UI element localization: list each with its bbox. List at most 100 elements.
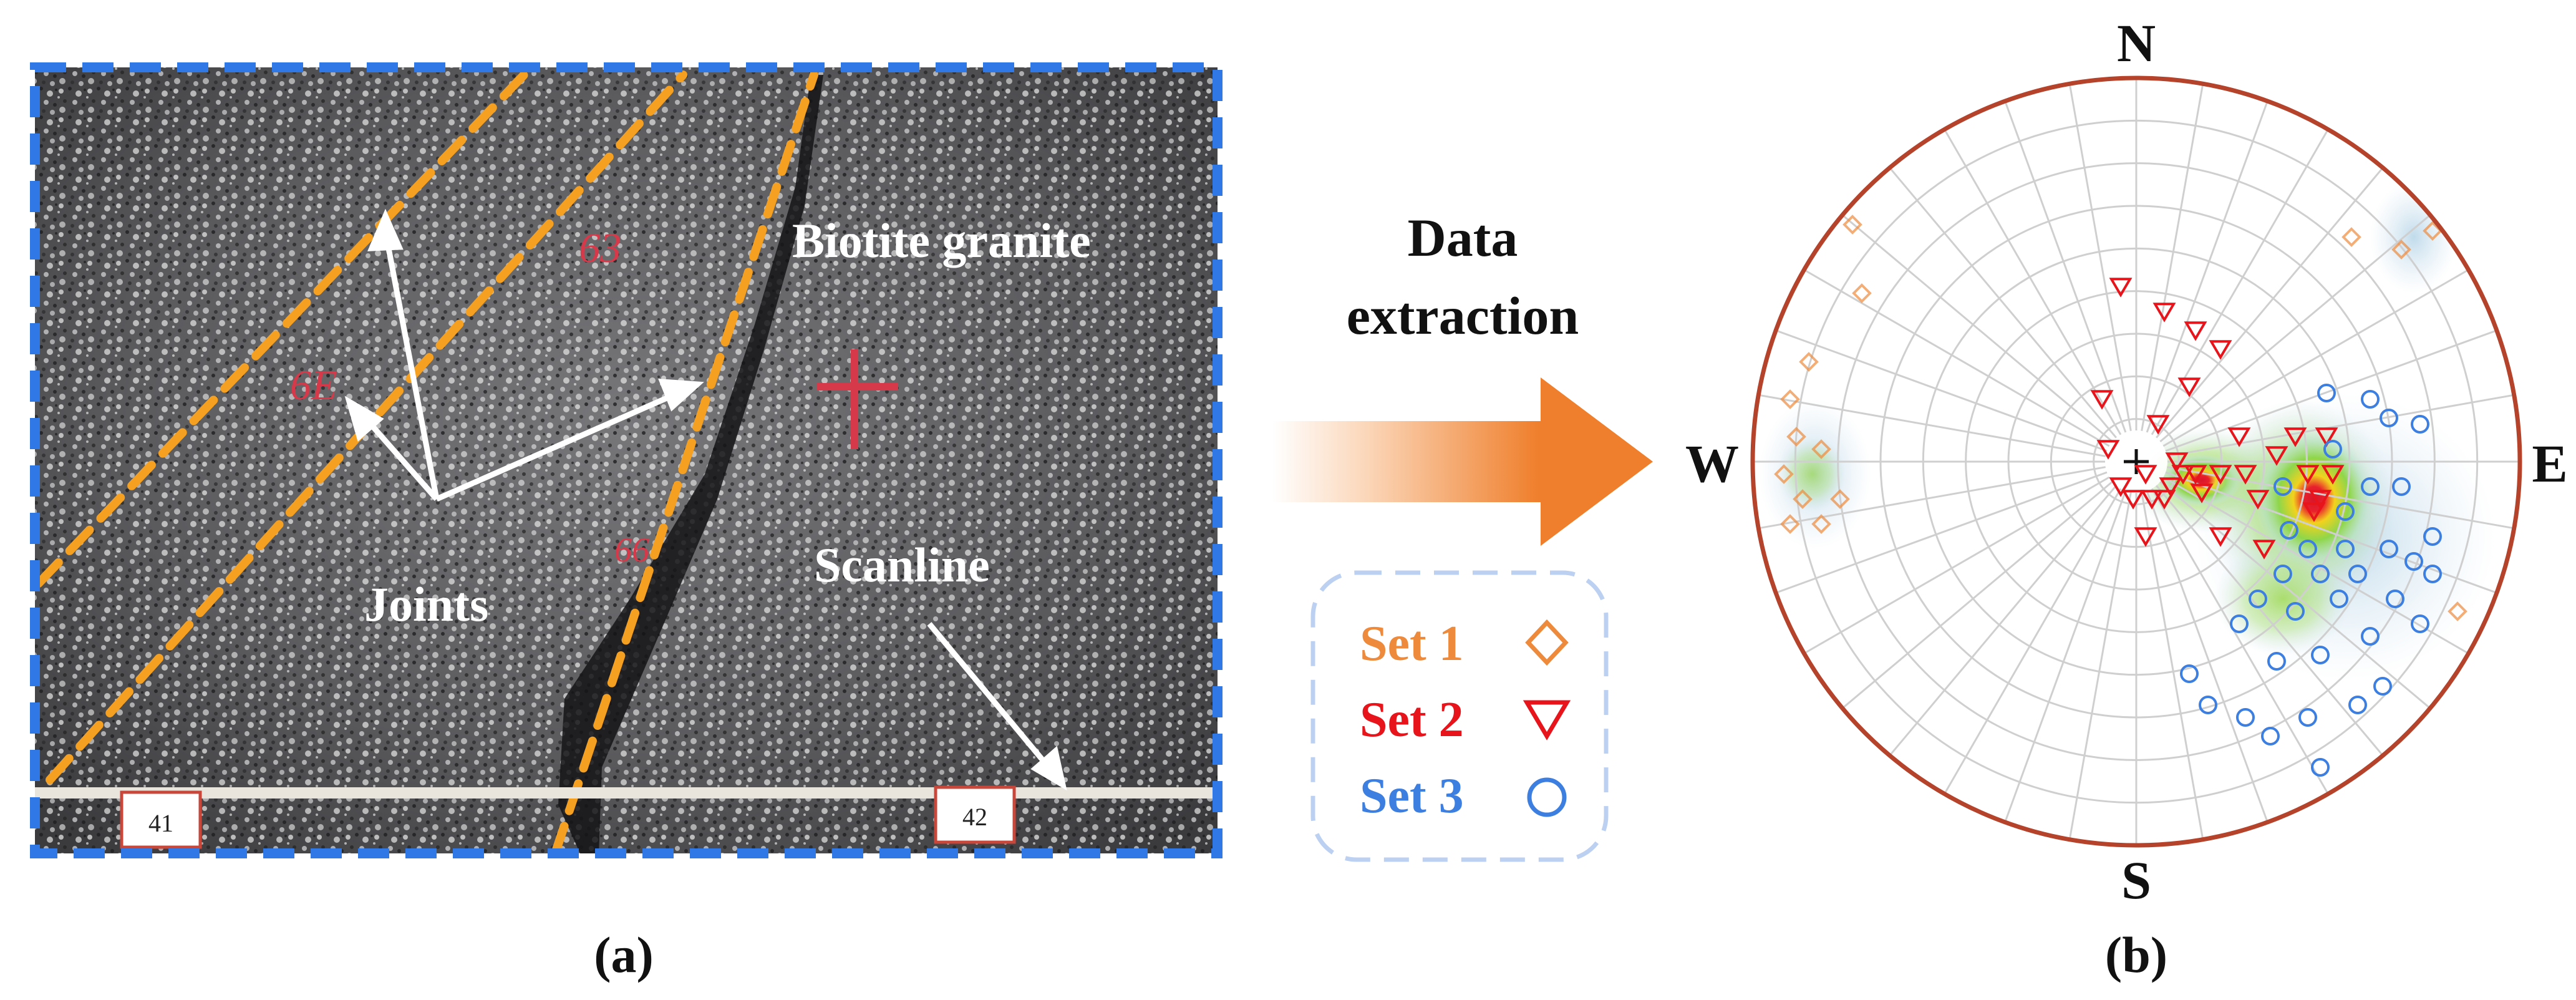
scanline-tape	[35, 787, 1218, 799]
set3-pole-marker	[2323, 440, 2342, 459]
compass-west: W	[1685, 434, 1739, 493]
set3-pole-marker	[2317, 384, 2336, 402]
joint-line-3	[551, 70, 818, 853]
grid-spoke	[2068, 84, 2132, 432]
set3-pole-marker	[2423, 527, 2442, 546]
rock-type-label: Biotite granite	[792, 213, 1091, 268]
legend-label-set3: Set 3	[1360, 769, 1464, 823]
legend-item-set2: Set 2	[1360, 692, 1571, 747]
tape-tag-41-label: 41	[148, 809, 173, 837]
set1-pole-marker	[2341, 227, 2361, 247]
grid-spoke	[2141, 492, 2204, 840]
set2-pole-marker	[2252, 540, 2276, 560]
set2-pole-marker	[2171, 465, 2195, 485]
grid-spoke	[1775, 471, 2108, 594]
set2-pole-marker	[2227, 427, 2251, 447]
joints-label: Joints	[364, 577, 488, 631]
grid-spoke	[2004, 490, 2127, 823]
data-extraction-arrow: Data extraction	[1272, 208, 1653, 546]
compass-east: E	[2532, 434, 2567, 493]
set3-pole-marker	[2336, 502, 2355, 521]
set2-pole-marker	[2159, 477, 2182, 497]
set3-pole-marker	[2330, 590, 2348, 608]
set2-pole-marker	[2152, 490, 2176, 510]
set1-pole-marker	[1852, 283, 1872, 303]
set3-pole-marker	[2199, 696, 2217, 714]
grid-spoke	[1803, 476, 2110, 654]
set1-pole-marker	[1774, 464, 1794, 484]
paint-marks: 63 6E 66	[290, 224, 649, 570]
set2-pole-marker	[2283, 427, 2307, 447]
grid-spoke	[2068, 492, 2132, 840]
set3-pole-marker	[2361, 390, 2380, 409]
grid-spoke	[2159, 214, 2431, 443]
set2-pole-marker	[2308, 490, 2332, 510]
set2-pole-marker	[2096, 440, 2120, 460]
set2-pole-marker	[2265, 446, 2288, 466]
grid-spoke	[2146, 100, 2269, 433]
grid-spoke	[2155, 167, 2384, 439]
set1-pole-marker	[2448, 601, 2467, 621]
set3-pole-marker	[2298, 708, 2317, 727]
set1-pole-marker	[1811, 514, 1831, 534]
set1-pole-marker	[1793, 489, 1813, 509]
set1-pole-marker	[1786, 427, 1806, 447]
set3-pole-marker	[2361, 627, 2380, 646]
set2-pole-marker	[2090, 390, 2114, 410]
pole-markers	[1774, 215, 2467, 777]
set3-pole-marker	[2249, 590, 2267, 608]
grid-spoke	[2162, 269, 2469, 447]
caption-b: (b)	[2105, 926, 2167, 983]
set3-pole-marker	[2336, 540, 2355, 558]
grid-spoke	[1758, 394, 2106, 457]
set2-pole-marker	[2302, 502, 2326, 522]
set2-pole-marker	[2134, 465, 2157, 485]
grid-spoke	[1889, 167, 2118, 439]
set2-pole-marker	[2146, 415, 2170, 435]
set3-pole-marker	[2404, 552, 2423, 571]
set2-pole-marker	[2209, 527, 2232, 547]
tape-tag-42: 42	[934, 785, 1016, 844]
grid-spoke	[1841, 480, 2113, 709]
set1-pole-marker	[1830, 489, 1850, 509]
grid-spoke	[2162, 476, 2469, 654]
set1-pole-marker	[1780, 389, 1800, 409]
set2-pole-marker	[2209, 340, 2232, 360]
set3-pole-marker	[2230, 614, 2249, 633]
set1-pole-marker	[1842, 215, 1862, 235]
stereonet-grid	[1753, 78, 2520, 845]
set1-pole-marker	[2391, 240, 2411, 260]
triangle-down-icon	[1523, 700, 1571, 740]
set1-pole-marker	[1780, 514, 1800, 534]
set3-pole-marker	[2273, 477, 2292, 496]
set2-pole-marker	[2234, 465, 2257, 485]
arrow-label-line1: Data	[1408, 208, 1518, 268]
joint-line-1	[35, 70, 528, 588]
set2-pole-marker	[2140, 490, 2164, 510]
set2-pole-marker	[2296, 465, 2320, 485]
set3-pole-marker	[2280, 521, 2298, 540]
set3-pole-marker	[2411, 415, 2429, 434]
set3-pole-marker	[2380, 409, 2398, 427]
grid-spoke	[1775, 329, 2108, 452]
set3-pole-marker	[2348, 696, 2367, 714]
paint-mark-63: 63	[579, 224, 621, 271]
set3-pole-marker	[2392, 477, 2411, 496]
grid-spoke	[1803, 269, 2110, 447]
set2-pole-marker	[2109, 278, 2133, 298]
joint-pointer-arrows	[344, 208, 1067, 791]
set2-pole-marker	[2315, 427, 2338, 447]
set3-pole-marker	[2423, 565, 2442, 583]
rock-photo-panel: 41 42 63 6E 66	[30, 62, 1223, 858]
set3-pole-marker	[2311, 758, 2330, 777]
set1-pole-marker	[1811, 439, 1831, 459]
set2-pole-marker	[2209, 465, 2232, 485]
circle-icon	[1527, 777, 1567, 817]
stereonet: N S W E	[1685, 13, 2568, 910]
caption-a: (a)	[594, 926, 654, 983]
grid-spoke	[2146, 490, 2269, 823]
arrow-label-line2: extraction	[1347, 286, 1579, 346]
tape-tag-41: 41	[120, 790, 202, 849]
set3-pole-marker	[2386, 590, 2404, 608]
set3-pole-marker	[2311, 646, 2330, 664]
